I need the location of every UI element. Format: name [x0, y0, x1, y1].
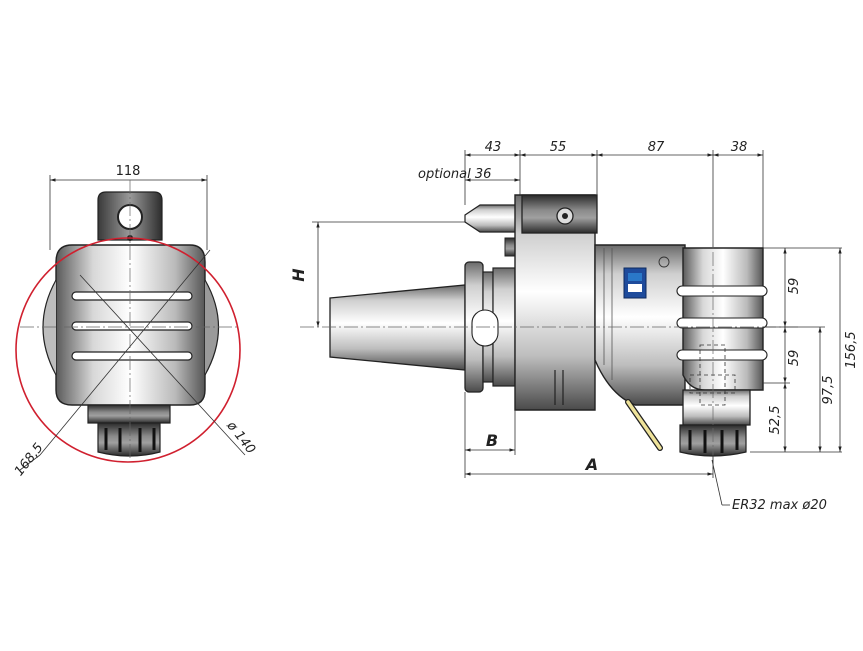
front-width-dim: 118 [116, 164, 141, 179]
dim-38: 38 [731, 140, 748, 155]
dim-97-5: 97,5 [821, 376, 836, 405]
swing-circle [15, 237, 241, 463]
circle-diameter-dim: ø 140 [223, 418, 258, 457]
dim-59-top: 59 [787, 278, 802, 295]
swing-diameter-dim: 168,5 [12, 441, 47, 480]
label-b: B [486, 431, 498, 450]
dim-55: 55 [550, 140, 567, 155]
dim-59-mid: 59 [787, 350, 802, 367]
collet-note: ER32 max ø20 [732, 498, 827, 513]
dim-156-5: 156,5 [844, 331, 859, 368]
optional-note: optional 36 [418, 167, 491, 182]
label-h: H [289, 268, 308, 282]
label-a: A [584, 455, 598, 474]
side-view: 43 55 87 38 optional 36 H [289, 140, 859, 513]
front-view: 118 [12, 164, 258, 479]
dim-87: 87 [648, 140, 665, 155]
dim-52-5: 52,5 [768, 406, 783, 435]
dim-43: 43 [485, 140, 502, 155]
brand-logo [623, 267, 647, 299]
